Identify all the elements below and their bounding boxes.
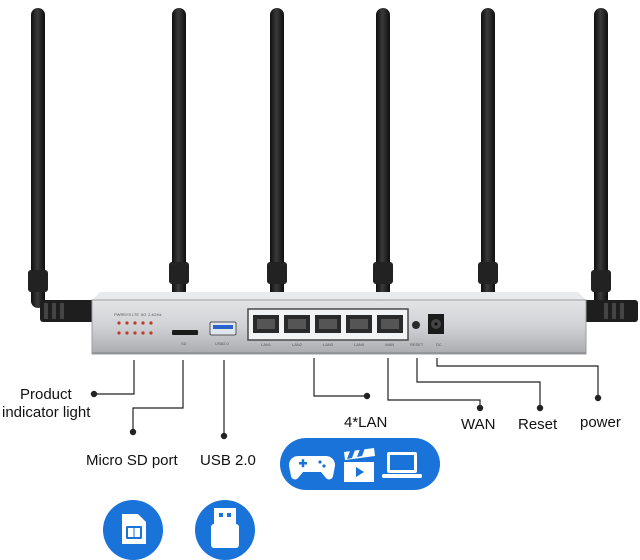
lan-port-2 bbox=[284, 315, 310, 333]
lan-port-4 bbox=[346, 315, 372, 333]
wan-callout-label: WAN bbox=[461, 416, 496, 433]
micro-sd-label: Micro SD port bbox=[86, 452, 178, 469]
usb-port: USB2.0 bbox=[209, 321, 237, 346]
indicator-leds bbox=[117, 321, 153, 335]
antenna-2 bbox=[169, 8, 189, 298]
lan-ports-block bbox=[247, 308, 409, 341]
power-callout-label: power bbox=[580, 414, 621, 431]
lan3-label: LAN3 bbox=[323, 342, 334, 347]
product-indicator-label-line2: indicator light bbox=[2, 404, 91, 421]
sd-port-label: SD bbox=[181, 341, 187, 346]
usb-port-label: USB2.0 bbox=[215, 341, 230, 346]
antenna-5 bbox=[478, 8, 498, 298]
product-indicator-label-line1: Product bbox=[20, 386, 72, 403]
antenna-6 bbox=[591, 8, 611, 308]
sim-card-icon bbox=[122, 514, 146, 544]
antenna-3 bbox=[267, 8, 287, 298]
callout-lines bbox=[90, 358, 602, 440]
dc-label: DC bbox=[436, 342, 442, 347]
dc-power-jack bbox=[428, 314, 444, 334]
led-label: SYS bbox=[123, 312, 131, 317]
usb-plug-icon bbox=[211, 508, 239, 548]
gamepad-icon bbox=[288, 455, 336, 480]
laptop-icon bbox=[382, 452, 422, 478]
side-connector-left bbox=[40, 300, 96, 322]
lan2-label: LAN2 bbox=[292, 342, 303, 347]
reset-label: RESET bbox=[410, 342, 424, 347]
led-labels: PWR SYS LTE 5G 2.4GHz bbox=[114, 312, 162, 317]
lan4-label: LAN4 bbox=[354, 342, 365, 347]
port-labels: LAN1 LAN2 LAN3 LAN4 WAN RESET DC bbox=[261, 342, 442, 347]
lan-label: 4*LAN bbox=[344, 414, 388, 431]
led-label: PWR bbox=[114, 312, 123, 317]
usb-label: USB 2.0 bbox=[200, 452, 256, 469]
antenna-1 bbox=[28, 8, 48, 308]
led-label: LTE bbox=[132, 312, 139, 317]
led-label: 2.4GHz bbox=[148, 312, 162, 317]
lan-port-3 bbox=[315, 315, 341, 333]
sd-slot: SD bbox=[172, 330, 198, 346]
antenna-4 bbox=[373, 8, 393, 298]
reset-callout-label: Reset bbox=[518, 416, 558, 433]
lan-port-1 bbox=[253, 315, 279, 333]
wan-port bbox=[377, 315, 403, 333]
lan1-label: LAN1 bbox=[261, 342, 272, 347]
clapperboard-icon bbox=[344, 448, 375, 482]
wan-label: WAN bbox=[385, 342, 394, 347]
side-connector-right bbox=[578, 300, 638, 322]
reset-button-hole bbox=[412, 321, 420, 329]
led-label: 5G bbox=[141, 312, 146, 317]
